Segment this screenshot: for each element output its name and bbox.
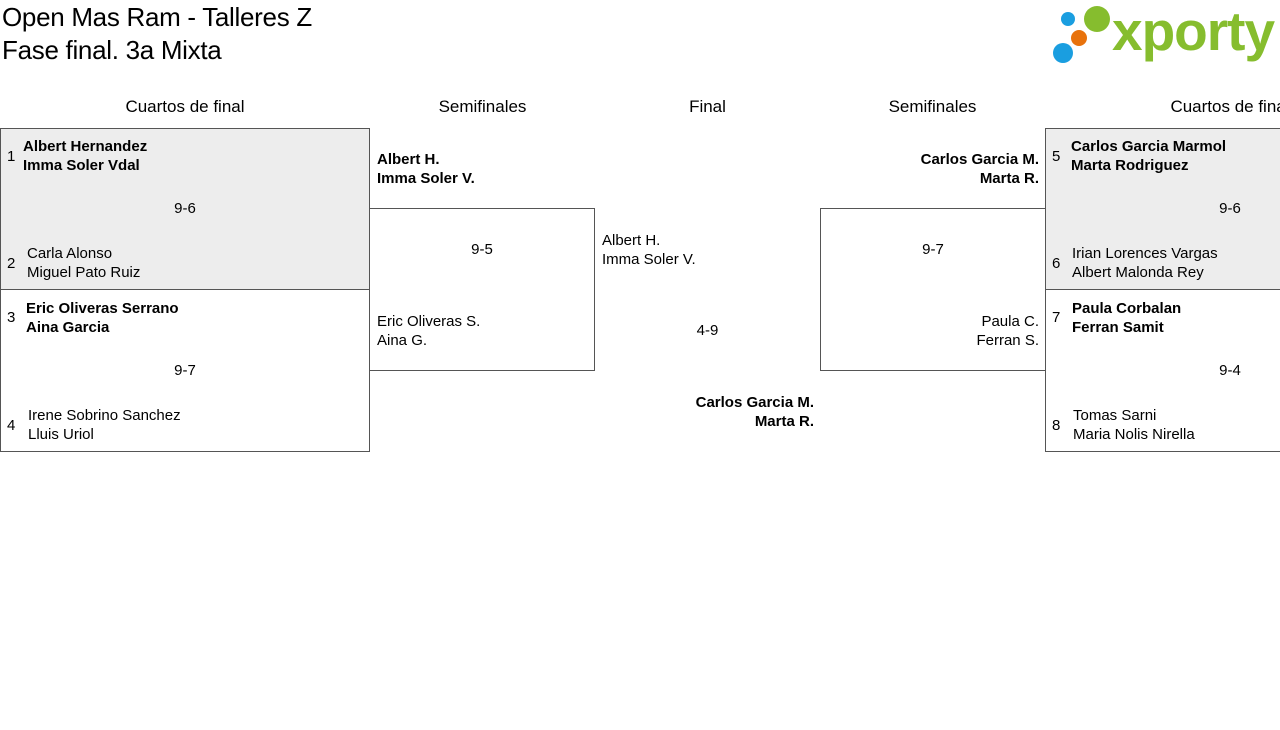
logo-dots-icon bbox=[1053, 6, 1110, 63]
seed-number: 6 bbox=[1052, 255, 1061, 272]
seed-number: 2 bbox=[7, 255, 16, 272]
match-quarterfinal-1 bbox=[0, 128, 370, 290]
xporty-logo: xporty bbox=[1052, 1, 1278, 67]
team-name: Marta R. bbox=[979, 170, 1039, 187]
seed-number: 5 bbox=[1052, 148, 1061, 165]
team-name: Aina G. bbox=[377, 332, 428, 349]
match-semifinal-left bbox=[369, 208, 595, 371]
round-header-left-semifinals: Semifinales bbox=[438, 97, 527, 116]
seed-number: 1 bbox=[7, 148, 16, 165]
seed-number: 3 bbox=[7, 309, 16, 326]
team-name: Carlos Garcia Marmol bbox=[1071, 138, 1227, 155]
match-score: 9-4 bbox=[1219, 362, 1241, 379]
match-quarterfinal-4 bbox=[1045, 289, 1280, 452]
match-score-final: 4-9 bbox=[696, 322, 719, 339]
team-name: Miguel Pato Ruiz bbox=[27, 264, 141, 281]
champion-name: Carlos Garcia M. bbox=[695, 394, 814, 411]
team-name: Paula Corbalan bbox=[1072, 300, 1182, 317]
match-score: 9-6 bbox=[1219, 200, 1241, 217]
match-score: 9-7 bbox=[174, 362, 196, 379]
team-name: Irian Lorences Vargas bbox=[1072, 245, 1218, 262]
logo-text: xporty bbox=[1112, 0, 1275, 62]
team-name: Eric Oliveras S. bbox=[377, 313, 481, 330]
team-name: Lluis Uriol bbox=[28, 426, 94, 443]
page-title: Open Mas Ram - Talleres Z bbox=[2, 2, 312, 32]
seed-number: 4 bbox=[7, 417, 16, 434]
team-name: Albert H. bbox=[377, 151, 440, 168]
match-score: 9-7 bbox=[922, 241, 944, 258]
team-name: Irene Sobrino Sanchez bbox=[28, 407, 181, 424]
round-header-right-semifinals: Semifinales bbox=[888, 97, 977, 116]
team-name: Ferran S. bbox=[976, 332, 1039, 349]
match-score: 9-5 bbox=[471, 241, 493, 258]
team-name: Tomas Sarni bbox=[1073, 407, 1157, 424]
seed-number: 8 bbox=[1052, 417, 1061, 434]
team-name: Maria Nolis Nirella bbox=[1073, 426, 1195, 443]
round-header-final: Final bbox=[689, 97, 726, 116]
round-header-left-quarterfinals: Cuartos de final bbox=[125, 97, 245, 116]
team-name: Aina Garcia bbox=[26, 319, 110, 336]
match-score: 9-6 bbox=[174, 200, 196, 217]
team-name: Ferran Samit bbox=[1072, 319, 1164, 336]
champion-name: Marta R. bbox=[754, 413, 814, 430]
team-name: Imma Soler V. bbox=[602, 251, 696, 268]
match-quarterfinal-3 bbox=[1045, 128, 1280, 290]
team-name: Marta Rodriguez bbox=[1071, 157, 1189, 174]
page-subtitle: Fase final. 3a Mixta bbox=[2, 35, 222, 65]
team-name: Albert Malonda Rey bbox=[1072, 264, 1204, 281]
team-name: Albert Hernandez bbox=[23, 138, 148, 155]
team-name: Carla Alonso bbox=[27, 245, 113, 262]
team-name: Imma Soler V. bbox=[377, 170, 475, 187]
team-name: Albert H. bbox=[602, 232, 661, 249]
team-name: Paula C. bbox=[981, 313, 1039, 330]
seed-number: 7 bbox=[1052, 309, 1061, 326]
team-name: Eric Oliveras Serrano bbox=[26, 300, 179, 317]
team-name: Carlos Garcia M. bbox=[920, 151, 1039, 168]
round-header-right-quarterfinals: Cuartos de final bbox=[1170, 97, 1280, 116]
team-name: Imma Soler Vdal bbox=[23, 157, 140, 174]
